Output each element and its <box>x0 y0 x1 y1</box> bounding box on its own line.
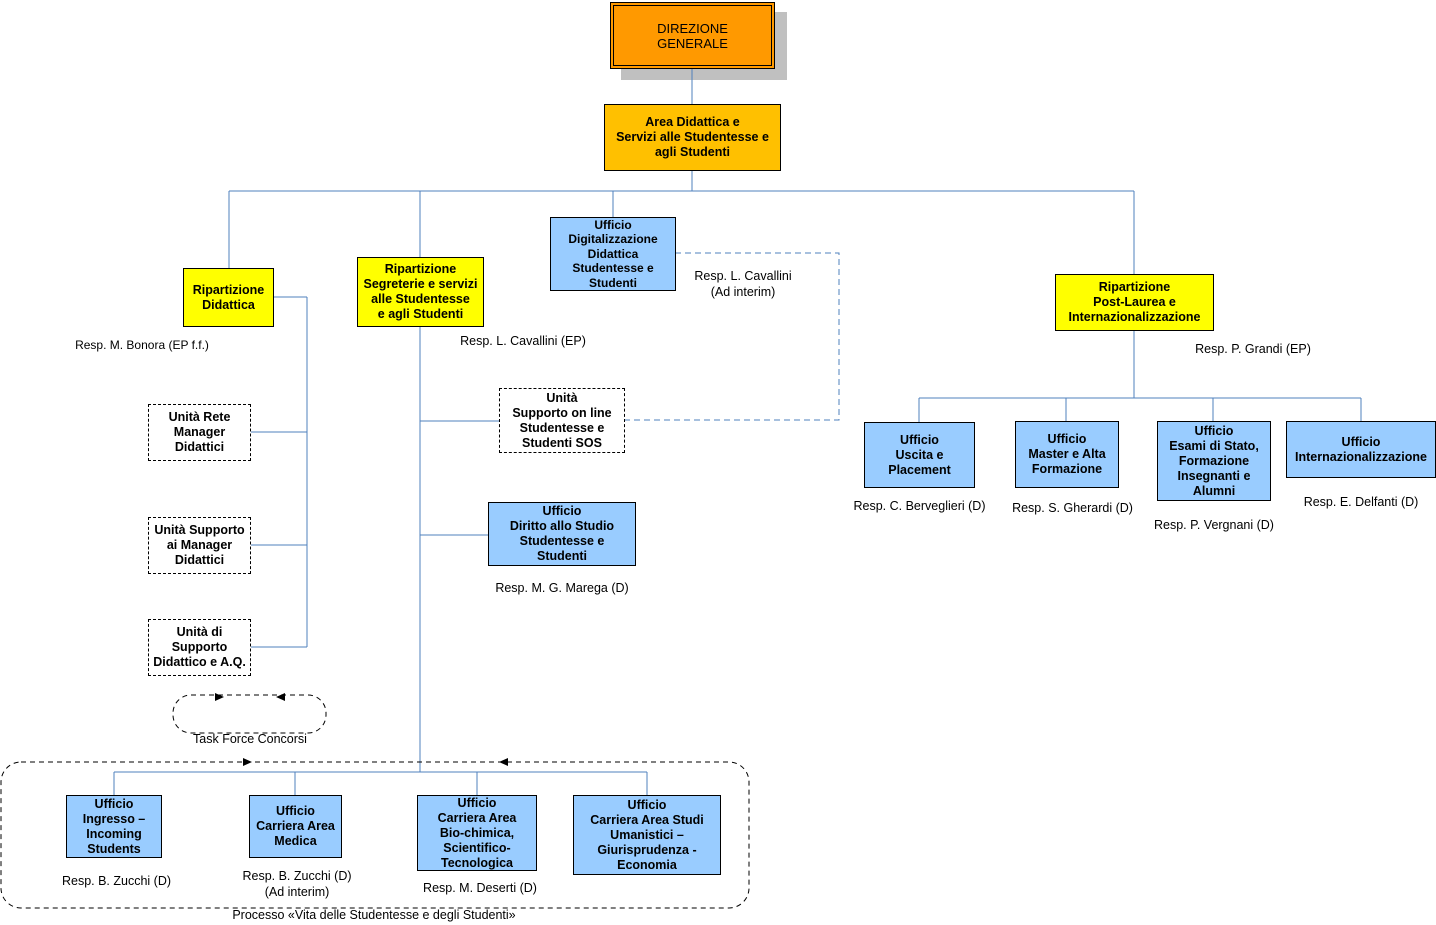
ufficio-internazionalizzazione-resp: Resp. E. Delfanti (D) <box>1303 495 1419 509</box>
unita-rete-manager-box: Unità Rete Manager Didattici <box>148 404 251 461</box>
ufficio-biochimica-resp: Resp. M. Deserti (D) <box>423 881 537 895</box>
ufficio-digitalizzazione-label: Ufficio Digitalizzazione Didattica Stude… <box>568 217 658 290</box>
ufficio-umanistici-box: Ufficio Carriera Area Studi Umanistici –… <box>573 795 721 875</box>
ufficio-uscita-resp: Resp. C. Berveglieri (D) <box>853 499 986 513</box>
ufficio-biochimica-label: Ufficio Carriera Area Bio-chimica, Scien… <box>437 795 517 870</box>
task-force-label: Task Force Concorsi <box>193 732 307 746</box>
area-didattica-label: Area Didattica e Servizi alle Studentess… <box>616 115 769 159</box>
ufficio-master-label: Ufficio Master e Alta Formazione <box>1028 432 1106 476</box>
unita-supporto-didattico-label: Unità di Supporto Didattico e A.Q. <box>153 625 246 669</box>
direzione-generale-label: DIREZIONE GENERALE <box>657 20 728 51</box>
ufficio-diritto-studio-box: Ufficio Diritto allo Studio Studentesse … <box>488 502 636 566</box>
ripartizione-postlaurea-resp: Resp. P. Grandi (EP) <box>1195 342 1311 356</box>
ufficio-ingresso-box: Ufficio Ingresso – Incoming Students <box>66 795 162 858</box>
unita-sos-label: Unità Supporto on line Studentesse e Stu… <box>512 390 612 450</box>
processo-label: Processo «Vita delle Studentesse e degli… <box>232 908 516 922</box>
ripartizione-didattica-label: Ripartizione Didattica <box>192 282 265 312</box>
ufficio-medica-label: Ufficio Carriera Area Medica <box>256 804 335 848</box>
ufficio-master-box: Ufficio Master e Alta Formazione <box>1015 421 1119 488</box>
ufficio-ingresso-label: Ufficio Ingresso – Incoming Students <box>82 796 146 856</box>
ufficio-digitalizzazione-box: Ufficio Digitalizzazione Didattica Stude… <box>550 217 676 291</box>
ufficio-master-resp: Resp. S. Gherardi (D) <box>1012 501 1133 515</box>
ufficio-digitalizzazione-resp: Resp. L. Cavallini (Ad interim) <box>694 269 792 299</box>
direzione-generale-box: DIREZIONE GENERALE <box>610 2 775 69</box>
ripartizione-segreterie-box: Ripartizione Segreterie e servizi alle S… <box>357 257 484 327</box>
ufficio-esami-resp: Resp. P. Vergnani (D) <box>1154 518 1274 532</box>
ufficio-internazionalizzazione-label: Ufficio Internazionalizzazione <box>1295 434 1427 464</box>
ufficio-esami-box: Ufficio Esami di Stato, Formazione Inseg… <box>1157 421 1271 501</box>
unita-supporto-manager-label: Unità Supporto ai Manager Didattici <box>154 523 245 567</box>
ufficio-umanistici-label: Ufficio Carriera Area Studi Umanistici –… <box>590 797 704 872</box>
ufficio-medica-box: Ufficio Carriera Area Medica <box>249 795 342 858</box>
ufficio-medica-resp: Resp. B. Zucchi (D) (Ad interim) <box>242 869 352 899</box>
ufficio-diritto-studio-resp: Resp. M. G. Marega (D) <box>495 581 629 595</box>
ufficio-esami-label: Ufficio Esami di Stato, Formazione Inseg… <box>1169 423 1259 498</box>
ripartizione-didattica-box: Ripartizione Didattica <box>183 268 274 327</box>
ufficio-uscita-label: Ufficio Uscita e Placement <box>888 432 951 477</box>
unita-rete-manager-label: Unità Rete Manager Didattici <box>168 410 231 454</box>
ufficio-biochimica-box: Ufficio Carriera Area Bio-chimica, Scien… <box>417 795 537 871</box>
ufficio-ingresso-resp: Resp. B. Zucchi (D) <box>61 874 172 888</box>
ripartizione-segreterie-label: Ripartizione Segreterie e servizi alle S… <box>363 262 478 321</box>
ufficio-uscita-box: Ufficio Uscita e Placement <box>864 422 975 488</box>
ripartizione-segreterie-resp: Resp. L. Cavallini (EP) <box>460 334 586 348</box>
unita-sos-box: Unità Supporto on line Studentesse e Stu… <box>499 388 625 453</box>
ripartizione-didattica-resp: Resp. M. Bonora (EP f.f.) <box>75 338 209 352</box>
unita-supporto-manager-box: Unità Supporto ai Manager Didattici <box>148 517 251 574</box>
ufficio-diritto-studio-label: Ufficio Diritto allo Studio Studentesse … <box>509 504 615 563</box>
unita-supporto-didattico-box: Unità di Supporto Didattico e A.Q. <box>148 619 251 676</box>
ufficio-internazionalizzazione-box: Ufficio Internazionalizzazione <box>1286 421 1436 478</box>
ripartizione-postlaurea-box: Ripartizione Post-Laurea e Internazional… <box>1055 274 1214 331</box>
area-didattica-box: Area Didattica e Servizi alle Studentess… <box>604 104 781 171</box>
ripartizione-postlaurea-label: Ripartizione Post-Laurea e Internazional… <box>1068 280 1201 324</box>
